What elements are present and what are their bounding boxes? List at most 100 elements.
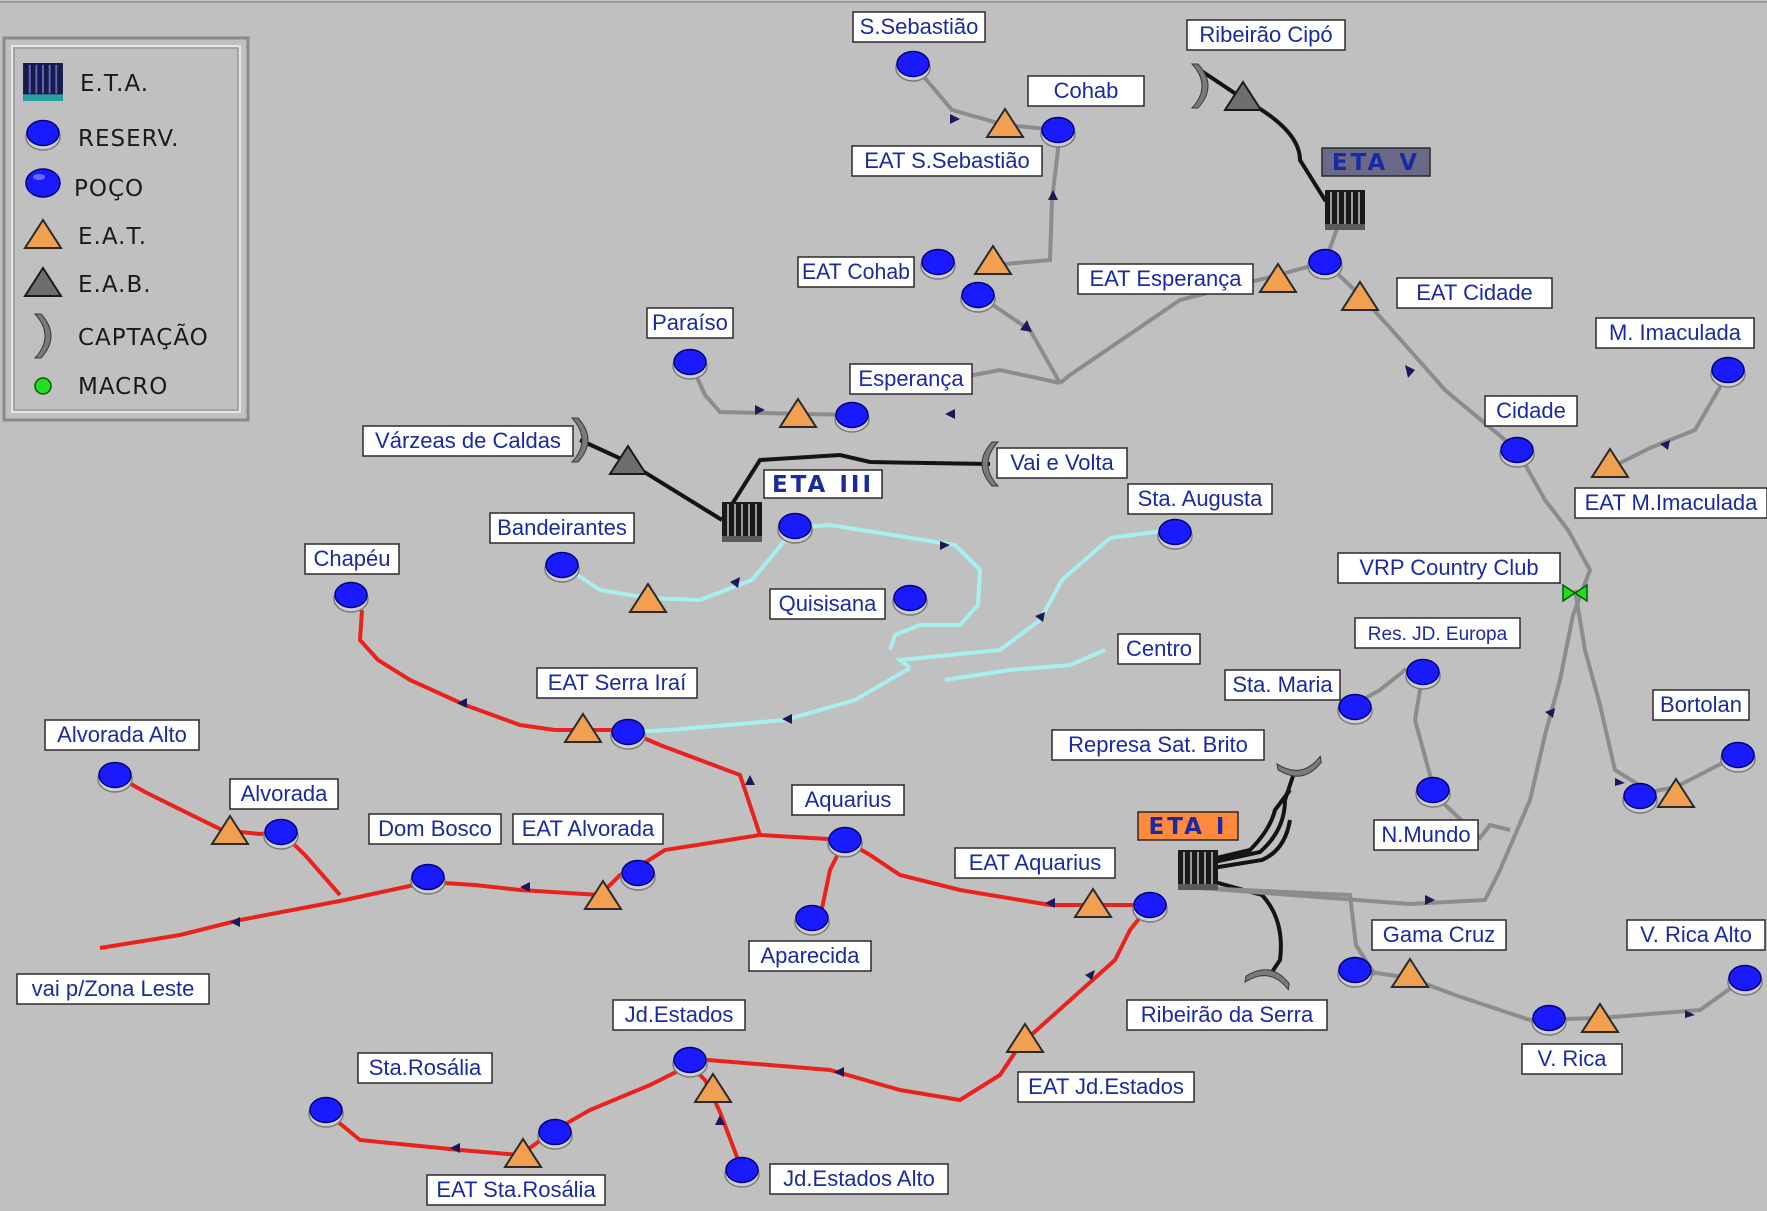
reservoir-aquarius[interactable]	[827, 826, 863, 858]
label-sta-rosalia: Sta.Rosália	[357, 1052, 493, 1084]
reservoir-chapeu[interactable]	[333, 581, 369, 613]
pipes-cyan	[560, 522, 1171, 734]
label-text-eat-jd-estados: EAT Jd.Estados	[1028, 1074, 1184, 1099]
label-text-gama-cruz: Gama Cruz	[1383, 922, 1495, 947]
label-v-rica-alto: V. Rica Alto	[1626, 919, 1766, 951]
reservoir-icon	[25, 119, 61, 151]
reservoir-eat-serra-irai[interactable]	[610, 718, 646, 750]
plant-eta-iii-icon[interactable]	[721, 501, 763, 543]
reservoir-n-mundo[interactable]	[1415, 776, 1451, 808]
label-ribeirao-da-serra: Ribeirão da Serra	[1126, 999, 1328, 1031]
macro-meter-icon	[34, 377, 52, 395]
label-text-sta-maria: Sta. Maria	[1232, 672, 1333, 697]
reservoir-bortolan-lower[interactable]	[1622, 782, 1658, 814]
intake-ribeirao-cipo[interactable]	[1191, 63, 1209, 109]
label-eat-jd-estados: EAT Jd.Estados	[1017, 1071, 1195, 1103]
label-text-eat-cohab: EAT Cohab	[802, 259, 910, 284]
label-esperanca: Esperança	[849, 363, 973, 395]
plant-eta-i-icon[interactable]	[1177, 849, 1219, 891]
reservoir-quisisana[interactable]	[892, 584, 928, 616]
reservoir-esperanca[interactable]	[834, 401, 870, 433]
label-text-v-rica-alto: V. Rica Alto	[1640, 922, 1752, 947]
label-text-eat-aquarius: EAT Aquarius	[969, 850, 1101, 875]
label-text-sta-rosalia: Sta.Rosália	[369, 1055, 482, 1080]
label-text-eat-serra-irai: EAT Serra Iraí	[548, 670, 687, 695]
reservoir-sta-maria[interactable]	[1337, 693, 1373, 725]
reservoir-bortolan[interactable]	[1720, 741, 1756, 773]
label-gama-cruz: Gama Cruz	[1371, 919, 1507, 951]
label-text-dom-bosco: Dom Bosco	[378, 816, 492, 841]
legend-label-reserv: RESERV.	[78, 126, 179, 152]
label-text-bortolan: Bortolan	[1660, 692, 1742, 717]
reservoir-sta-rosalia[interactable]	[308, 1096, 344, 1128]
label-text-ribeirao-da-serra: Ribeirão da Serra	[1141, 1002, 1314, 1027]
label-bandeirantes: Bandeirantes	[489, 512, 635, 544]
reservoir-dom-bosco[interactable]	[410, 863, 446, 895]
label-eat-esperanca: EAT Esperança	[1077, 263, 1254, 295]
reservoir-eta-i[interactable]	[1132, 891, 1168, 923]
reservoir-aparecida[interactable]	[794, 904, 830, 936]
reservoir-eat-cohab[interactable]	[920, 248, 956, 280]
reservoir-alvorada[interactable]	[263, 818, 299, 850]
intake-represa-sat-brito[interactable]	[1276, 755, 1324, 781]
label-text-eat-alvorada: EAT Alvorada	[522, 816, 655, 841]
label-cidade: Cidade	[1484, 395, 1578, 427]
label-quisisana: Quisisana	[769, 588, 886, 620]
well-icon	[25, 168, 61, 198]
label-text-v-rica: V. Rica	[1538, 1046, 1608, 1071]
intake-ribeirao-da-serra[interactable]	[1244, 965, 1292, 991]
reservoir-v-rica[interactable]	[1531, 1004, 1567, 1036]
eab-ribeirao-cipo-triangle[interactable]	[1224, 81, 1262, 111]
reservoir-eta-v[interactable]	[1307, 248, 1343, 280]
reservoir-sta-augusta[interactable]	[1157, 518, 1193, 550]
reservoir-eat-sta-rosalia[interactable]	[537, 1118, 573, 1150]
reservoir-paraiso[interactable]	[672, 348, 708, 380]
reservoir-cohab[interactable]	[1040, 116, 1076, 148]
label-aquarius: Aquarius	[791, 784, 905, 816]
reservoir-cidade[interactable]	[1499, 436, 1535, 468]
eat-cidade-triangle[interactable]	[1341, 281, 1379, 311]
reservoir-eta-iii[interactable]	[777, 512, 813, 544]
label-text-sta-augusta: Sta. Augusta	[1138, 486, 1264, 511]
plant-label-eta-iii: ETA III	[763, 469, 883, 499]
label-text-bandeirantes: Bandeirantes	[497, 515, 627, 540]
label-eat-aquarius: EAT Aquarius	[954, 847, 1116, 879]
svg-text:ETA V: ETA V	[1332, 150, 1420, 176]
reservoir-eat-alvorada[interactable]	[620, 859, 656, 891]
reservoir-jd-estados[interactable]	[672, 1046, 708, 1078]
reservoir-cohab-lower[interactable]	[960, 281, 996, 313]
reservoir-jd-estados-alto[interactable]	[724, 1156, 760, 1188]
label-centro: Centro	[1117, 633, 1201, 665]
label-sta-augusta: Sta. Augusta	[1127, 483, 1273, 515]
label-eat-sta-rosalia: EAT Sta.Rosália	[426, 1174, 606, 1206]
legend-label-eta: E.T.A.	[80, 71, 149, 97]
label-text-vai-e-volta: Vai e Volta	[1010, 450, 1114, 475]
reservoir-m-imaculada[interactable]	[1710, 356, 1746, 388]
eat-cohab-triangle[interactable]	[974, 245, 1012, 275]
reservoir-gama-cruz[interactable]	[1337, 956, 1373, 988]
reservoir-bandeirantes[interactable]	[544, 551, 580, 583]
eab-varzeas-de-caldas-triangle[interactable]	[609, 445, 647, 475]
label-sta-maria: Sta. Maria	[1224, 669, 1341, 701]
eat-bortolan-triangle[interactable]	[1657, 778, 1695, 808]
plant-label-eta-v: ETA V	[1321, 147, 1431, 177]
svg-text:ETA III: ETA III	[772, 472, 874, 498]
label-bortolan: Bortolan	[1652, 689, 1750, 721]
label-chapeu: Chapéu	[304, 543, 400, 575]
vrp-country-club-valve-icon[interactable]	[1562, 583, 1588, 603]
label-jd-estados-alto: Jd.Estados Alto	[769, 1163, 949, 1195]
label-text-cidade: Cidade	[1496, 398, 1566, 423]
label-varzeas-de-caldas: Várzeas de Caldas	[362, 425, 574, 457]
label-eat-m-imaculada: EAT M.Imaculada	[1574, 487, 1767, 519]
eat-alvorada-alto-triangle[interactable]	[211, 815, 249, 845]
label-text-vrp-country-club: VRP Country Club	[1359, 555, 1538, 580]
plant-eta-v-icon[interactable]	[1324, 189, 1366, 231]
reservoir-s-sebastiao[interactable]	[895, 50, 931, 82]
reservoir-alvorada-alto[interactable]	[97, 761, 133, 793]
reservoir-v-rica-alto[interactable]	[1727, 964, 1763, 996]
label-n-mundo: N.Mundo	[1373, 819, 1479, 851]
eat-gama-cruz-triangle[interactable]	[1391, 958, 1429, 988]
label-text-cohab: Cohab	[1054, 78, 1119, 103]
reservoir-res-jd-europa[interactable]	[1405, 658, 1441, 690]
